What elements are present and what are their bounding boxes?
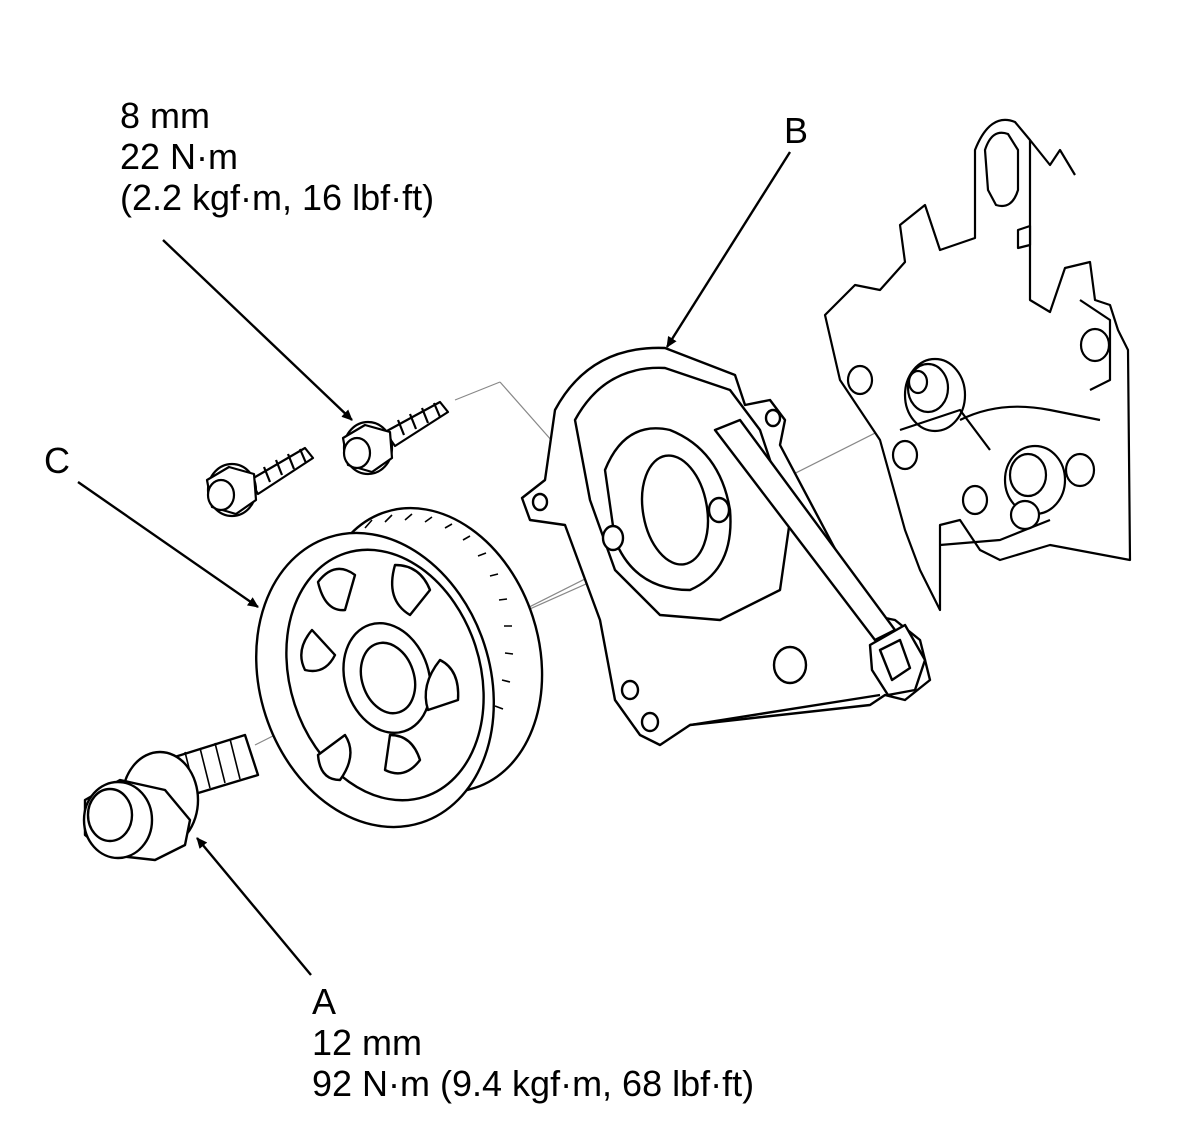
arrow-to-a	[196, 837, 312, 976]
callout-c: C	[44, 440, 70, 481]
top-bolt-torque: 22 N·m	[120, 136, 239, 177]
engine-block	[823, 118, 1132, 612]
callout-a: A	[312, 981, 337, 1022]
arrow-to-b	[665, 151, 792, 348]
bolt-a-12mm	[82, 733, 260, 862]
top-bolt-size: 8 mm	[120, 95, 210, 136]
a-bolt-size: 12 mm	[312, 1022, 423, 1063]
a-bolt-torque: 92 N·m (9.4 kgf·m, 68 lbf·ft)	[312, 1063, 755, 1104]
a-bolt-callout: A 12 mm 92 N·m (9.4 kgf·m, 68 lbf·ft)	[312, 981, 754, 1104]
top-bolt-callout: 8 mm 22 N·m (2.2 kgf·m, 16 lbf·ft)	[120, 95, 434, 218]
arrow-to-c	[77, 481, 259, 608]
top-bolt-torque-alt: (2.2 kgf·m, 16 lbf·ft)	[120, 177, 435, 218]
pulley-c	[255, 506, 544, 829]
bolt-8mm-lower	[205, 446, 315, 518]
bolt-8mm-upper	[341, 400, 450, 476]
back-cover-b	[520, 346, 932, 747]
leader-arrows	[77, 151, 792, 976]
arrow-to-8mm-bolt	[162, 239, 353, 421]
callout-b: B	[784, 110, 809, 151]
